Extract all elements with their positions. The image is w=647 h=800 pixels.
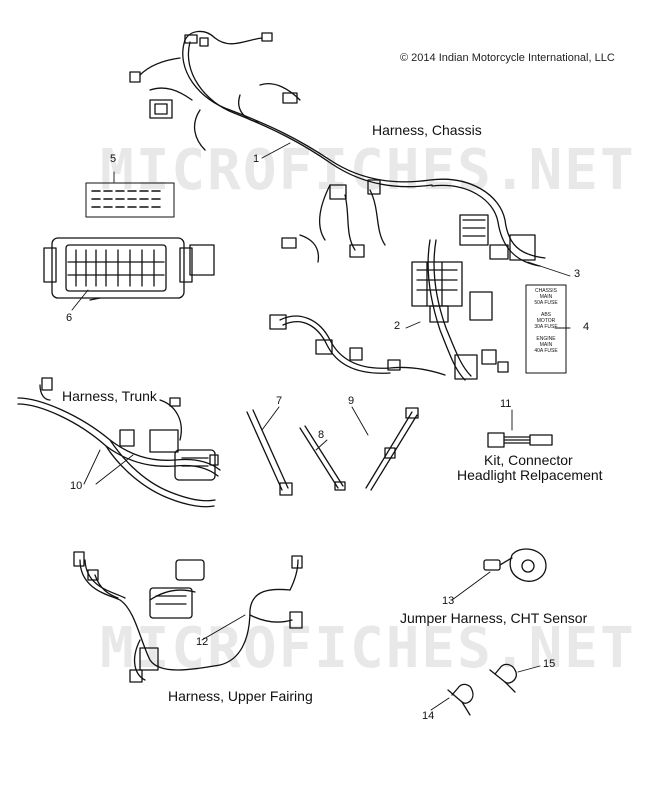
callout-14: 14 bbox=[422, 710, 435, 722]
callout-8: 8 bbox=[318, 429, 325, 441]
watermark-top: MICROFICHES.NET bbox=[100, 138, 636, 203]
fuse-label-line: CHASSIS bbox=[535, 288, 557, 294]
callout-5: 5 bbox=[110, 153, 117, 165]
callout-6: 6 bbox=[66, 312, 73, 324]
fuse-label-line: ABS bbox=[540, 312, 551, 318]
trunk-harness bbox=[17, 377, 221, 508]
callout-10: 10 bbox=[70, 480, 83, 492]
jumper-harness-13 bbox=[483, 548, 547, 582]
clips bbox=[447, 663, 517, 716]
caption-harness-chassis: Harness, Chassis bbox=[372, 122, 482, 138]
callout-2: 2 bbox=[394, 320, 401, 332]
decal-5 bbox=[85, 182, 175, 218]
copyright-notice: © 2014 Indian Motorcycle International, … bbox=[400, 52, 615, 64]
fuse-label-line: MOTOR bbox=[536, 318, 556, 324]
fuse-label-line: ENGINE bbox=[536, 336, 556, 342]
callout-9: 9 bbox=[348, 395, 355, 407]
fuse-label-line: 40A FUSE bbox=[534, 348, 558, 354]
fuse-box-6 bbox=[43, 237, 215, 301]
chassis-harness bbox=[129, 30, 546, 381]
caption-headlight-replacement: Headlight Relpacement bbox=[457, 467, 603, 483]
cable-ties bbox=[246, 407, 419, 496]
callout-15: 15 bbox=[543, 658, 556, 670]
callout-7: 7 bbox=[276, 395, 283, 407]
fuse-label-line: MAIN bbox=[539, 294, 553, 300]
caption-harness-trunk: Harness, Trunk bbox=[62, 388, 157, 404]
fuse-label-decal-4 bbox=[525, 284, 567, 374]
fuse-label-line: 30A FUSE bbox=[534, 324, 558, 330]
caption-kit-connector: Kit, Connector bbox=[484, 452, 573, 468]
callout-11: 11 bbox=[500, 398, 512, 410]
callout-3: 3 bbox=[574, 268, 581, 280]
callout-1: 1 bbox=[253, 153, 260, 165]
fuse-label-line: MAIN bbox=[539, 342, 553, 348]
callout-4: 4 bbox=[583, 321, 590, 333]
fuse-label-line: 50A FUSE bbox=[534, 300, 558, 306]
watermark-bottom: MICROFICHES.NET bbox=[100, 616, 636, 681]
caption-harness-upper-fairing: Harness, Upper Fairing bbox=[168, 688, 313, 704]
leader-lines bbox=[71, 142, 571, 711]
connector-kit-11 bbox=[487, 432, 553, 448]
upper-fairing-harness bbox=[73, 551, 303, 683]
fuse-label-text: CHASSIS MAIN 50A FUSE ABS MOTOR 30A FUSE… bbox=[527, 288, 565, 354]
caption-jumper-harness: Jumper Harness, CHT Sensor bbox=[400, 610, 588, 626]
callout-13: 13 bbox=[442, 595, 455, 607]
callout-12: 12 bbox=[196, 636, 209, 648]
